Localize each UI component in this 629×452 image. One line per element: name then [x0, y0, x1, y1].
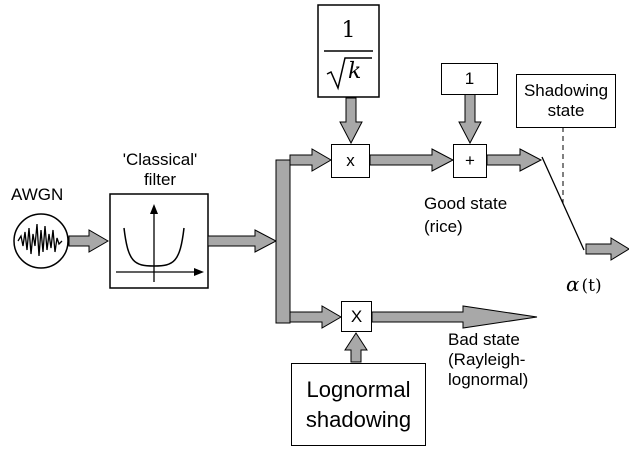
noise-waveform-icon [17, 223, 63, 257]
bad-state-label: Bad state (Rayleigh- lognormal) [448, 330, 528, 390]
shadowing-state-line2: state [547, 101, 585, 120]
arrow-splitter-to-multiply-bottom [289, 305, 342, 329]
filter-x-arrowhead [194, 268, 204, 276]
arrow-lognormal-to-multiply [344, 332, 368, 363]
arrow-plus-to-switch [486, 148, 543, 172]
good-state-label: Good state (rice) [424, 194, 507, 237]
shadowing-state-box: Shadowing state [516, 74, 616, 128]
awgn-source [13, 213, 69, 269]
constant-one-block: 1 [441, 63, 498, 95]
sqrt-k-radicand: k [348, 59, 362, 84]
bad-state-line2: (Rayleigh- [448, 350, 526, 369]
alpha-symbol: α [566, 272, 580, 296]
classical-filter-label-line2: filter [143, 170, 177, 189]
alpha-argument: (t) [581, 276, 602, 296]
radical-sign [326, 57, 372, 91]
multiply-block-bottom: X [341, 301, 372, 332]
constant-one-value: 1 [464, 69, 475, 88]
lognormal-line2: shadowing [305, 406, 412, 432]
lognormal-line1: Lognormal [306, 376, 411, 402]
shadowing-state-line1: Shadowing [523, 81, 609, 100]
arrow-awgn-to-filter [68, 229, 109, 253]
adder-block: + [453, 144, 487, 178]
bad-state-line1: Bad state [448, 330, 520, 349]
multiply-top-symbol: x [346, 151, 355, 170]
output-alpha-label: α(t) [566, 272, 602, 298]
multiply-bottom-symbol: X [350, 306, 363, 326]
filter-response-curve [123, 227, 185, 267]
classical-filter-box [109, 193, 209, 289]
arrow-sqrtk-to-multiply [339, 97, 363, 145]
classical-filter-label: 'Classical' filter [114, 150, 206, 190]
bad-state-line3: lognormal) [448, 370, 529, 389]
arrow-multiply-to-plus [369, 148, 455, 172]
good-state-line2: (rice) [424, 217, 463, 236]
splitter-bar [275, 159, 291, 324]
arrow-multiply-to-bad-state [371, 305, 538, 329]
filter-y-arrowhead [150, 204, 158, 214]
lognormal-shadowing-box: Lognormal shadowing [291, 363, 426, 446]
sqrt-k-numerator: 1 [341, 18, 356, 43]
arrow-one-to-plus [458, 93, 482, 145]
arrow-filter-to-splitter [207, 229, 278, 253]
switch-arm [541, 156, 585, 251]
multiply-block-top: x [331, 144, 370, 178]
awgn-label: AWGN [11, 185, 64, 204]
classical-filter-label-line1: 'Classical' [122, 150, 198, 169]
arrow-output [585, 237, 629, 261]
adder-symbol: + [465, 151, 475, 170]
good-state-line1: Good state [424, 194, 508, 213]
inverse-sqrt-k-box [317, 4, 380, 98]
arrow-splitter-to-multiply-top [289, 148, 332, 172]
